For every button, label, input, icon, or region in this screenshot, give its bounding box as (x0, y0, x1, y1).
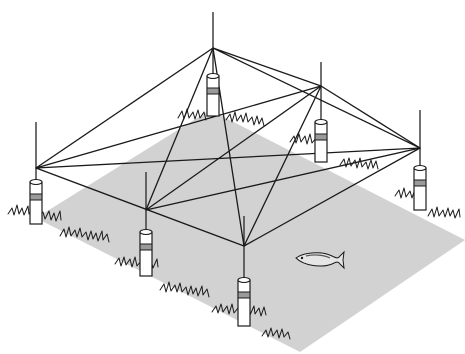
post-right-back (315, 120, 327, 163)
post-left (30, 180, 42, 225)
post-front-right (238, 278, 250, 327)
post-back (207, 74, 219, 117)
post-right (414, 166, 426, 211)
post-front-left (140, 230, 152, 277)
